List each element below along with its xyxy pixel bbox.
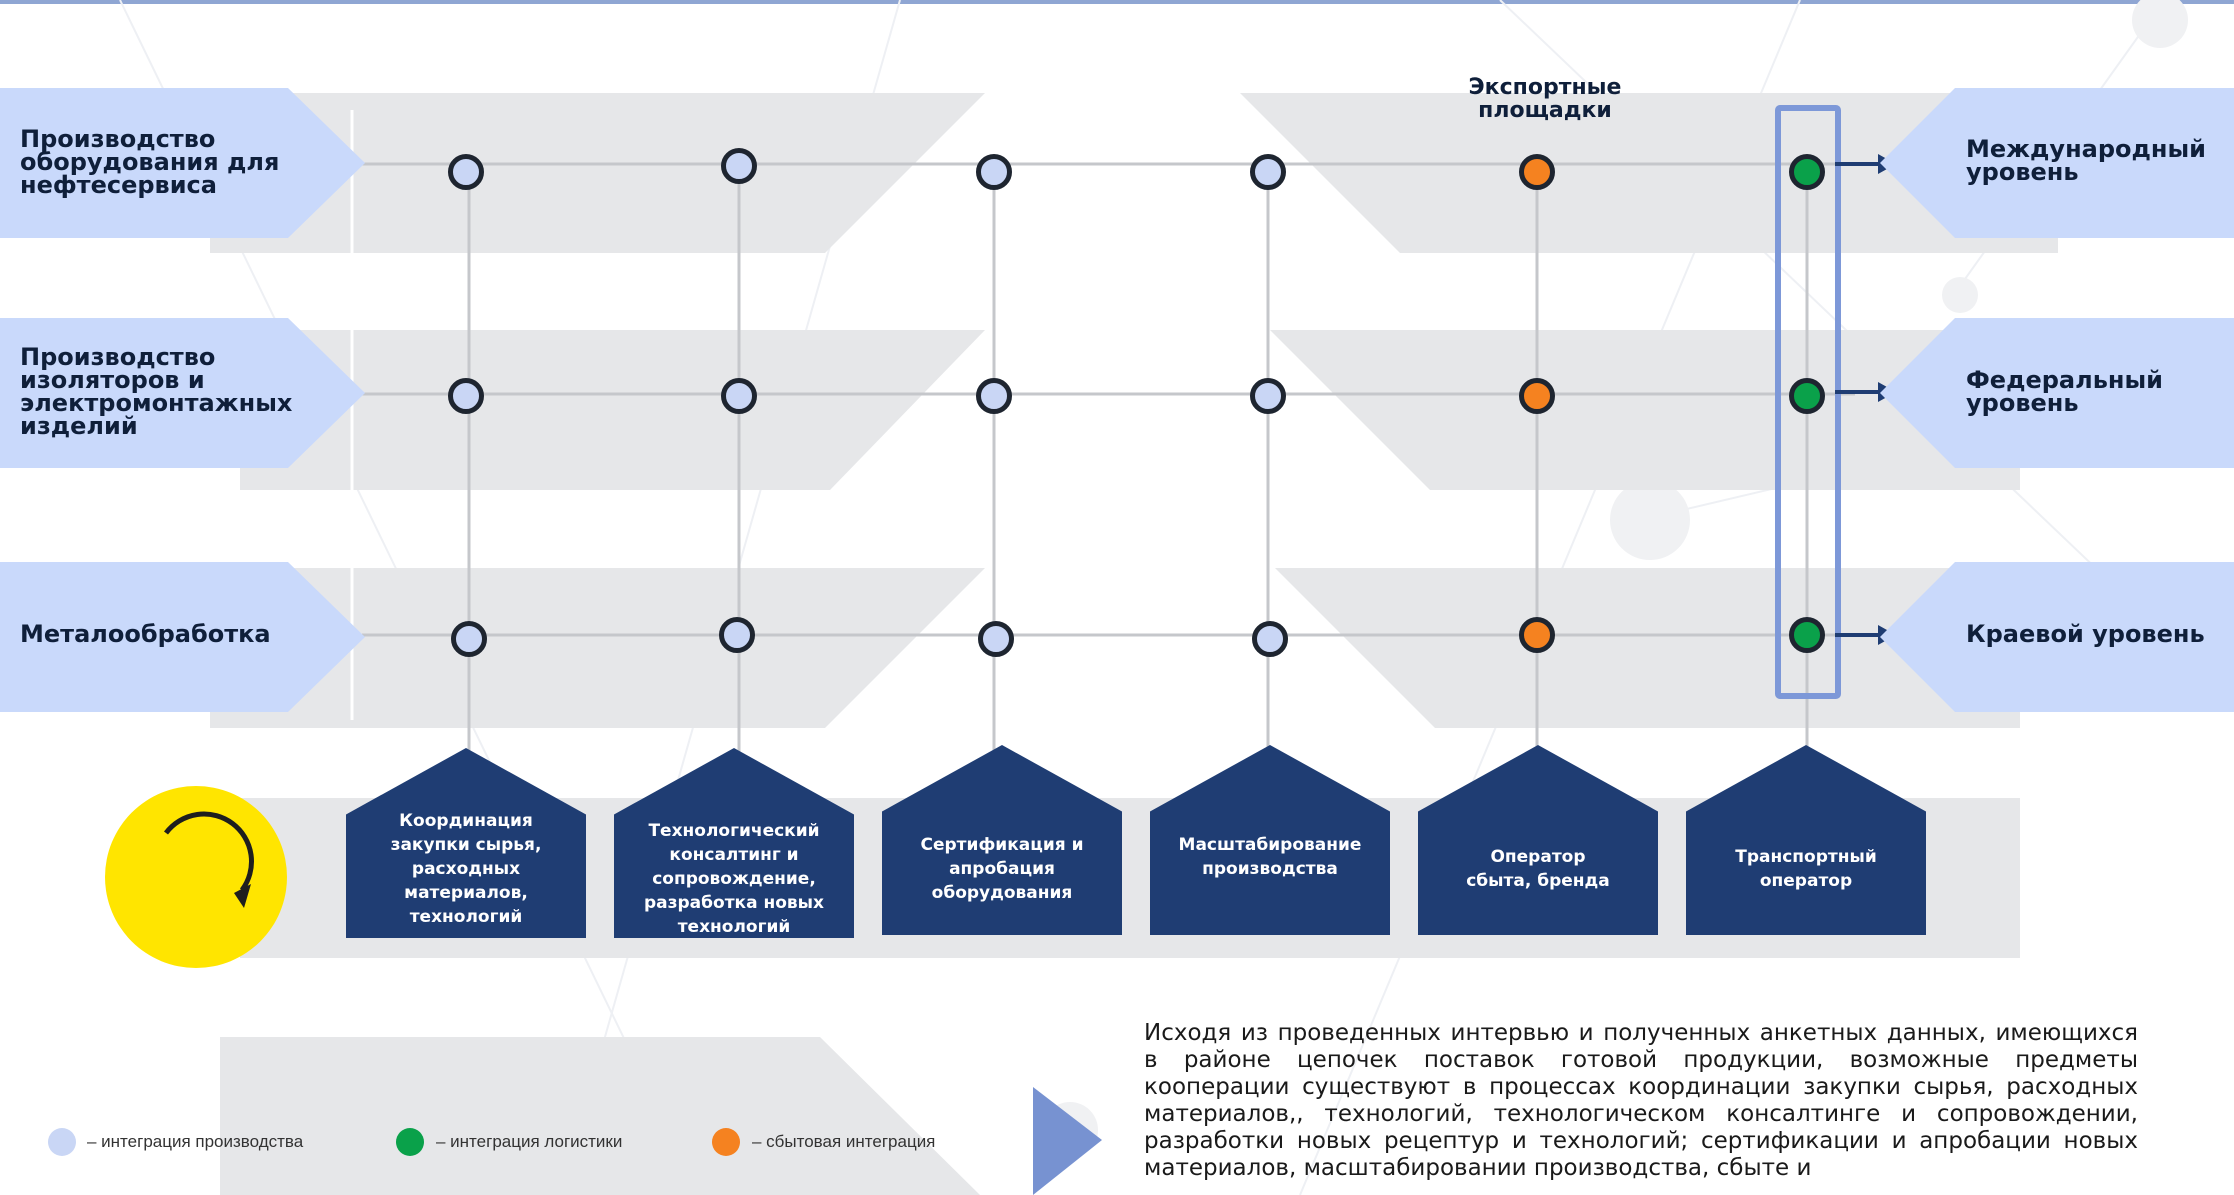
top-accent-bar — [0, 0, 2234, 4]
node-r1-c3 — [976, 154, 1012, 190]
node-r2-c4 — [1250, 378, 1286, 414]
node-r2-c3 — [976, 378, 1012, 414]
stage-tech-consulting-label: Технологический консалтинг и сопровожден… — [643, 821, 824, 937]
row-label-metalworking: Металообработка — [20, 620, 271, 648]
legend-dot-logistics — [396, 1128, 424, 1156]
category-arrows — [0, 88, 365, 712]
legend-label-sales: – сбытовая интеграция — [752, 1132, 936, 1151]
triangle-pointer-icon — [1033, 1087, 1102, 1195]
stage-procurement-label: Координация закупки сырья, расходных мат… — [390, 811, 542, 927]
level-label-international: Международный уровень — [1966, 135, 2206, 186]
logistics-highlight-frame — [1775, 105, 1841, 699]
row-lines — [362, 162, 1855, 637]
row-label-oil-equipment: Производство оборудования для нефтесерви… — [20, 125, 280, 199]
level-label-regional: Краевой уровень — [1966, 620, 2205, 648]
node-r1-c5 — [1519, 154, 1555, 190]
legend-label-logistics: – интеграция логистики — [436, 1132, 623, 1151]
stage-transport-operator-label: Транспортный оператор — [1735, 847, 1877, 891]
row-label-insulators: Производство изоляторов и электромонтажн… — [20, 343, 293, 440]
legend-dot-production — [48, 1128, 76, 1156]
node-r1-c4 — [1250, 154, 1286, 190]
curved-arrow-icon — [164, 811, 254, 908]
conclusion-paragraph: Исходя из проведенных интервью и получен… — [1144, 1020, 2138, 1181]
stage-sales-operator-label: Оператор сбыта, бренда — [1466, 847, 1610, 891]
node-r3-c6 — [1789, 617, 1825, 653]
column-lines — [467, 166, 1809, 760]
level-label-federal: Федеральный уровень — [1966, 366, 2163, 417]
legend-dot-sales — [712, 1128, 740, 1156]
node-r2-c1 — [448, 378, 484, 414]
node-r2-c5 — [1519, 378, 1555, 414]
node-r3-c3 — [978, 621, 1014, 657]
node-r2-c2 — [721, 378, 757, 414]
stage-scaling-label: Масштабирование производства — [1178, 835, 1362, 879]
legend-label-production: – интеграция производства — [87, 1132, 304, 1151]
node-r1-c6 — [1789, 154, 1825, 190]
node-r3-c5 — [1519, 617, 1555, 653]
node-r3-c2 — [719, 617, 755, 653]
stage-certification-label: Сертификация и апробация оборудования — [920, 835, 1084, 903]
node-r2-c6 — [1789, 378, 1825, 414]
node-r1-c1 — [448, 154, 484, 190]
export-platforms-label: Экспортные площадки — [1468, 75, 1622, 123]
node-r1-c2 — [721, 148, 757, 184]
level-arrows — [1880, 88, 2234, 712]
node-r3-c1 — [451, 621, 487, 657]
node-r3-c4 — [1252, 621, 1288, 657]
